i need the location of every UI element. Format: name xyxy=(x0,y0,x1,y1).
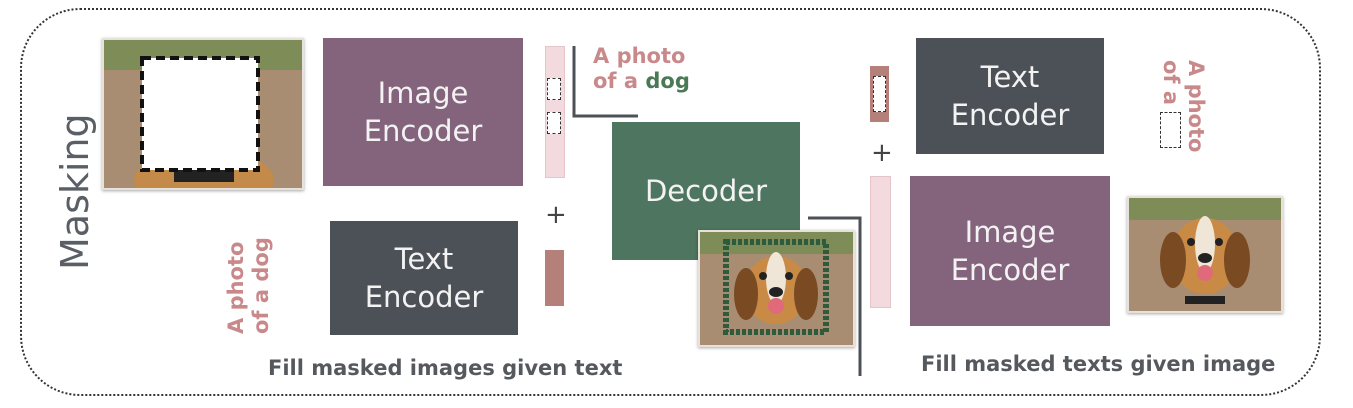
masking-frame xyxy=(20,8,1321,396)
image-encoder-right: Image Encoder xyxy=(910,176,1110,326)
masked-token-1 xyxy=(547,78,561,100)
left-caption-dog-word: dog xyxy=(645,69,690,93)
side-label: Masking xyxy=(53,113,97,270)
plus-left: + xyxy=(545,200,567,230)
left-vertical-caption-line1: A photo xyxy=(224,241,248,334)
left-vertical-caption-line2: of a dog xyxy=(249,237,273,334)
masked-text-token xyxy=(873,76,886,112)
text-encoder-right: Text Encoder xyxy=(916,38,1104,154)
left-title: Fill masked images given text xyxy=(268,356,623,380)
left-caption-line2-prefix: of a xyxy=(593,69,639,93)
dog-image-right xyxy=(1129,198,1281,311)
masked-dog-image xyxy=(104,40,302,188)
text-encoder-left: Text Encoder xyxy=(330,221,518,335)
image-token-bar-right xyxy=(870,176,891,308)
right-vertical-caption-line1: A photo xyxy=(1184,60,1208,153)
plus-right: + xyxy=(871,138,893,168)
decoder-connector xyxy=(808,216,862,376)
right-title: Fill masked texts given image xyxy=(921,352,1276,376)
masked-token-2 xyxy=(547,112,561,134)
left-caption: A photo of a dog xyxy=(593,44,690,94)
reconstructed-dog-image xyxy=(700,232,853,345)
text-token-bar-left xyxy=(545,250,564,306)
masked-dog-photo xyxy=(102,38,304,190)
image-encoder-left: Image Encoder xyxy=(323,38,523,186)
masked-word-box xyxy=(1160,112,1181,148)
reconstructed-dog-photo xyxy=(698,230,855,347)
left-caption-line1: A photo xyxy=(593,44,686,68)
dog-photo-right xyxy=(1127,196,1283,313)
caption-bracket xyxy=(572,46,638,118)
left-vertical-caption: A photo of a dog xyxy=(224,237,276,334)
